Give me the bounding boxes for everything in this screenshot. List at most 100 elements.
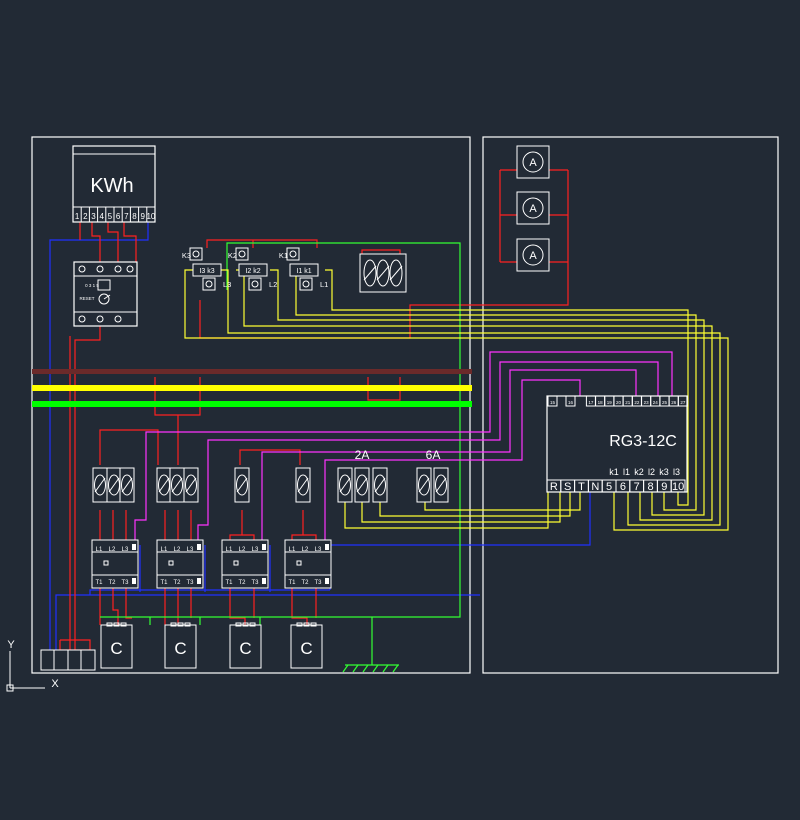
- contactor-top-label: L3: [315, 547, 322, 553]
- contactor-top-label: L2: [302, 547, 309, 553]
- controller-top-terminal-label: 15: [550, 400, 556, 405]
- controller-bottom-terminal-label: 7: [634, 481, 640, 493]
- contactor-top-label: L1: [289, 547, 296, 553]
- capacitor-label: C: [174, 639, 186, 658]
- kwh-terminal-label: 4: [99, 212, 104, 221]
- fuse-icon: [234, 467, 250, 503]
- contactor-bottom-label: T1: [288, 580, 296, 586]
- kwh-terminal-label: 2: [83, 212, 88, 221]
- controller-top-terminal-label: 22: [634, 400, 640, 405]
- contactor-top-label: L1: [96, 547, 103, 553]
- contactor-bottom-label: T3: [121, 580, 129, 586]
- controller-bottom-terminal-label: R: [550, 481, 558, 493]
- ct-phase-label: L3: [223, 280, 231, 289]
- ct-signal-wires: [184, 269, 729, 531]
- controller-top-terminal-label: 21: [625, 400, 631, 405]
- control-wires: [134, 351, 673, 545]
- controller-bottom-terminal-label: S: [564, 481, 571, 493]
- busbar-green: [32, 401, 472, 407]
- capacitor-icon: C: [290, 622, 323, 669]
- ct-phase-label: L1: [320, 280, 328, 289]
- timer-dial-icon: [98, 293, 110, 305]
- ucs-y-label: Y: [7, 639, 15, 651]
- fuse-icon: [156, 467, 172, 503]
- ct-terminal-label: I2 k2: [245, 268, 260, 275]
- capacitor-label: C: [239, 639, 251, 658]
- controller-bottom-terminal-label: T: [578, 481, 585, 493]
- contactor-bottom-label: T1: [95, 580, 103, 586]
- contactor-bottom-label: T3: [186, 580, 194, 586]
- ammeter-icon: A: [516, 238, 550, 272]
- contactor-bottom-label: T2: [238, 580, 246, 586]
- ammeter-icon: A: [516, 191, 550, 225]
- contactor-bottom-label: T1: [225, 580, 233, 586]
- contactor-bottom-label: T3: [251, 580, 259, 586]
- busbars: [32, 369, 472, 407]
- contactor-bottom-label: T1: [160, 580, 168, 586]
- kwh-terminal-label: 5: [108, 212, 113, 221]
- controller-ct-label: l1: [623, 467, 630, 477]
- kwh-terminal-label: 1: [75, 212, 80, 221]
- phase-wires: [59, 169, 569, 651]
- capacitor-label: C: [300, 639, 312, 658]
- timer-scale-label: 0 3 1 5: [85, 283, 99, 288]
- timer-display-icon: [97, 279, 111, 291]
- contactor-bottom-label: T2: [108, 580, 116, 586]
- controller-bottom-terminal-label: 5: [606, 481, 612, 493]
- controller-bottom-terminal-label: 6: [620, 481, 626, 493]
- ct-phase-label: L2: [269, 280, 277, 289]
- controller-top-terminal-label: 18: [598, 400, 604, 405]
- controller-top-terminal-label: 23: [644, 400, 650, 405]
- contactor-top-label: L1: [161, 547, 168, 553]
- contactor-bottom-label: T3: [314, 580, 322, 586]
- fuse-icon: [183, 467, 199, 503]
- kwh-terminal-label: 3: [91, 212, 96, 221]
- current-transformer: K2 I2 k2 L2: [228, 247, 277, 291]
- kwh-terminal-label: 10: [146, 212, 155, 221]
- ammeter-label: A: [529, 250, 537, 262]
- kwh-terminal-label: 7: [124, 212, 129, 221]
- fuse-icon: [106, 467, 122, 503]
- contactor-top-label: L2: [174, 547, 181, 553]
- fuse-icon: [92, 467, 108, 503]
- kwh-terminal-label: 8: [132, 212, 137, 221]
- ct-label: K2: [228, 251, 237, 260]
- kwh-label: KWh: [90, 175, 133, 197]
- fuse-icon: [416, 467, 432, 503]
- busbar-dark: [32, 369, 472, 374]
- earth-wires: [100, 242, 461, 665]
- fuse-icon: [354, 467, 370, 503]
- ucs-x-label: X: [51, 678, 59, 690]
- ct-sensor-block: [359, 253, 407, 293]
- controller-ct-label: k1: [609, 467, 619, 477]
- contactor-top-label: L1: [226, 547, 233, 553]
- ucs-axis-icon: [6, 651, 45, 692]
- right-panel-frame: [482, 136, 779, 674]
- contactor-bottom-label: T2: [301, 580, 309, 586]
- controller-ct-label: k3: [659, 467, 669, 477]
- fuse-icon: [119, 467, 135, 503]
- contactor-top-label: L3: [252, 547, 259, 553]
- controller-bottom-terminal-label: 10: [672, 481, 684, 493]
- controller-bottom-terminal-label: N: [591, 481, 599, 493]
- controller-top-terminal-label: 27: [680, 400, 686, 405]
- fuse-icon: [295, 467, 311, 503]
- timer-reset-label: RESET: [79, 296, 94, 301]
- controller-bottom-terminal-label: 8: [647, 481, 653, 493]
- fuse-2a-label: 2A: [355, 448, 370, 462]
- capacitor-label: C: [110, 639, 122, 658]
- capacitor-icon: C: [164, 622, 197, 669]
- fuse-6a-label: 6A: [426, 448, 441, 462]
